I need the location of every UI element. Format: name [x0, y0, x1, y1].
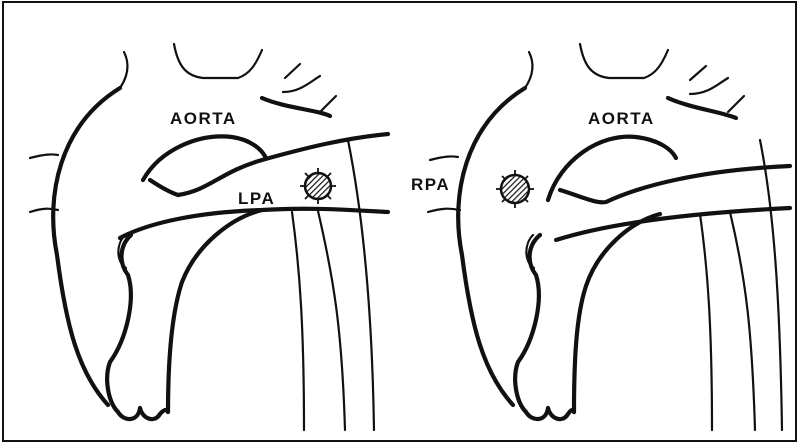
- left-descending-3: [348, 140, 374, 430]
- left-embolus: [305, 173, 331, 199]
- left-branch-vessel-2: [174, 44, 262, 78]
- left-aortic-arch-inner: [143, 136, 266, 180]
- right-trunk-bottom: [526, 408, 574, 419]
- right-vessel-bottom: [428, 209, 460, 212]
- left-pa-trunk-top: [150, 180, 178, 195]
- left-trunk-right-edge: [168, 210, 262, 412]
- right-descending-2: [730, 212, 755, 430]
- right-pa-lower-edge: [556, 208, 790, 240]
- left-trunk-bottom: [118, 408, 168, 419]
- left-descending-1: [292, 212, 304, 430]
- right-aorta-top-right: [668, 98, 736, 118]
- right-aortic-arch-outer: [458, 88, 525, 405]
- right-trunk-right-edge: [574, 214, 660, 412]
- left-aorta-label: AORTA: [170, 110, 237, 127]
- right-aorta-label: AORTA: [588, 110, 655, 127]
- left-branch-vessel-1: [120, 52, 127, 88]
- right-branch-vessel-3: [690, 66, 706, 80]
- left-descending-2: [318, 211, 345, 430]
- left-aortic-arch-outer: [53, 88, 120, 405]
- left-branch-vessel-3b: [283, 76, 320, 92]
- right-rpa-label: RPA: [411, 176, 450, 193]
- right-pa-upper-edge: [560, 166, 790, 202]
- right-branch-vessel-3b: [690, 78, 728, 94]
- left-vessel-top: [30, 154, 58, 158]
- right-branch-vessel-4: [728, 96, 744, 112]
- right-branch-vessel-1: [525, 52, 532, 88]
- left-branch-vessel-4: [320, 96, 336, 112]
- right-descending-1: [700, 214, 712, 430]
- left-aorta-top-right: [262, 98, 330, 116]
- left-panel: [30, 44, 388, 430]
- right-vessel-top: [430, 156, 458, 160]
- right-embolus: [501, 175, 529, 203]
- right-branch-vessel-2: [580, 44, 668, 78]
- left-branch-vessel-3: [285, 64, 300, 78]
- right-panel: [428, 44, 790, 430]
- left-lpa-label: LPA: [238, 190, 275, 207]
- right-descending-3: [760, 140, 782, 430]
